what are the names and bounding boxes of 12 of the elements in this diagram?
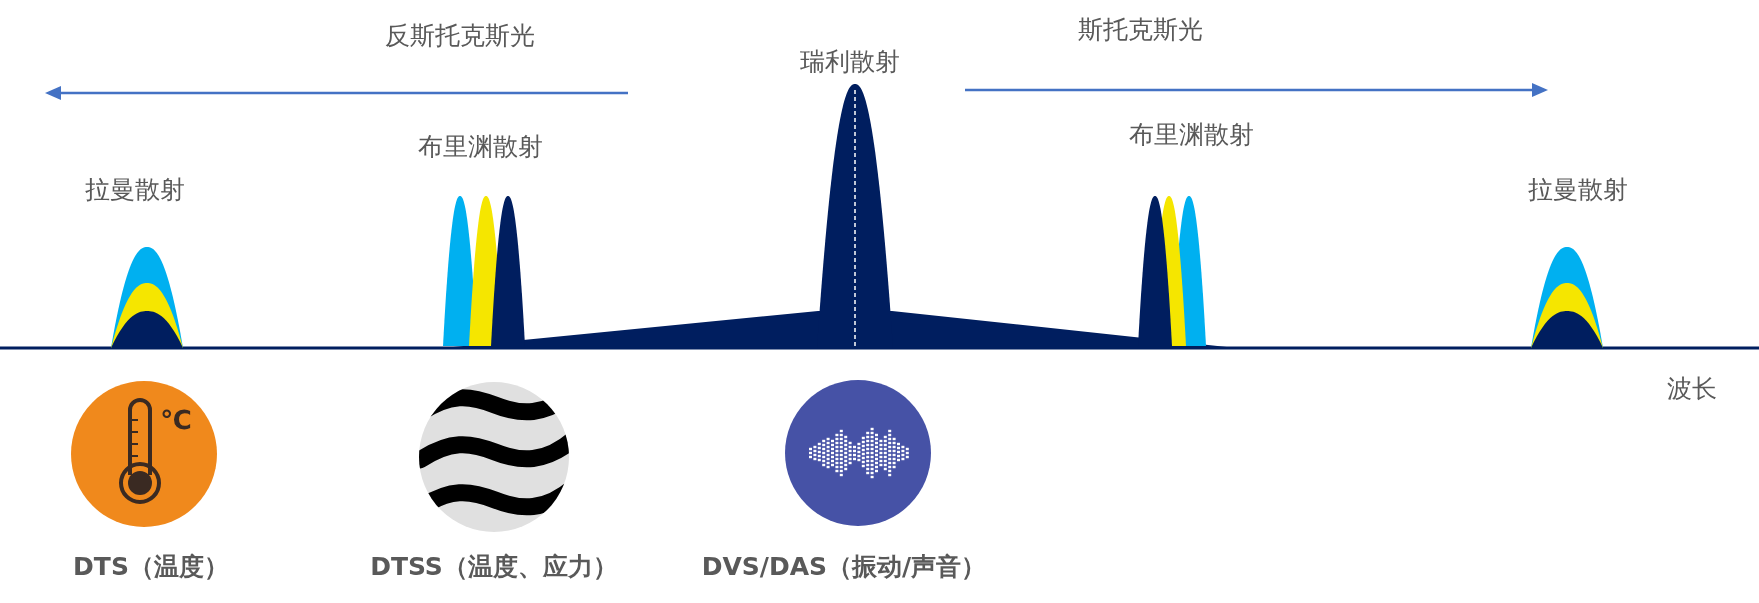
icon-caption: DTSS（温度、应力）	[370, 553, 618, 581]
peak-label: 拉曼散射	[1528, 176, 1628, 204]
peak-label: 拉曼散射	[85, 176, 185, 204]
spectrum-label: 斯托克斯光	[1077, 16, 1203, 44]
axis-label: 波长	[1667, 375, 1717, 403]
spectrum-label: 反斯托克斯光	[385, 22, 535, 50]
unit-label: ℃	[160, 405, 192, 435]
peak-label: 布里渊散射	[417, 133, 543, 161]
icon-caption: DTS（温度）	[73, 553, 229, 581]
icon-caption: DVS/DAS（振动/声音）	[701, 553, 987, 581]
peak-label: 布里渊散射	[1128, 121, 1254, 149]
spectrum-label: 瑞利散射	[800, 48, 900, 76]
